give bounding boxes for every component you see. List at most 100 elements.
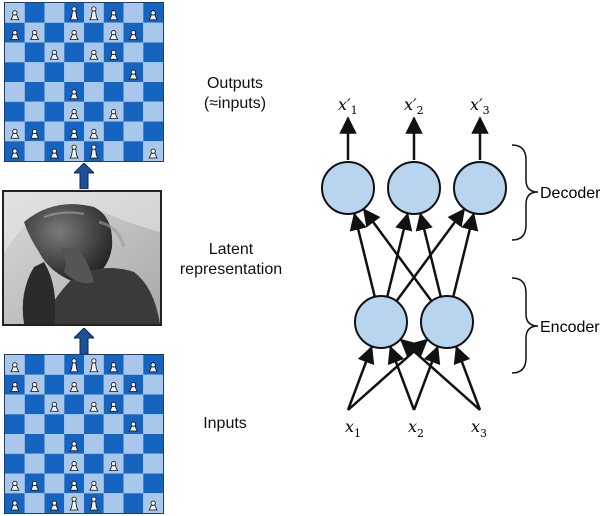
output-label-1: x′1 xyxy=(338,95,358,117)
board-square xyxy=(123,394,144,415)
board-square xyxy=(64,394,84,415)
chess-piece-icon xyxy=(109,461,119,471)
connection-arrow xyxy=(412,345,441,411)
board-square xyxy=(24,414,45,434)
outputs-label-line1: Outputs xyxy=(206,75,264,92)
board-square xyxy=(103,141,124,161)
board-square xyxy=(5,82,25,102)
board-square xyxy=(24,42,45,63)
board-square xyxy=(143,121,163,142)
board-square xyxy=(44,414,65,434)
autoencoder-network: x′1 x′2 x′3 x1 x2 x3 Decoder Encoder xyxy=(321,95,600,440)
chess-piece-icon xyxy=(30,128,40,139)
connection-arrow xyxy=(415,212,442,298)
encoder-label: Encoder xyxy=(540,319,600,336)
chess-piece-icon xyxy=(128,421,138,432)
board-square xyxy=(24,62,45,82)
board-square xyxy=(5,62,25,82)
chess-piece-icon xyxy=(89,6,99,21)
chess-piece-icon xyxy=(109,401,119,412)
board-square xyxy=(123,101,144,122)
chess-piece-icon xyxy=(89,480,99,491)
chess-piece-icon xyxy=(30,30,40,40)
board-square xyxy=(84,453,104,474)
latent-label-line1: Latent xyxy=(208,241,254,258)
board-square xyxy=(123,473,144,494)
chess-piece-icon xyxy=(30,382,40,392)
connection-arrow xyxy=(453,345,482,411)
outputs-label: Outputs (≈inputs) xyxy=(180,74,290,114)
board-square xyxy=(103,82,124,102)
board-square xyxy=(44,434,65,454)
output-chessboard xyxy=(4,2,164,162)
board-square xyxy=(143,453,163,474)
board-square xyxy=(84,101,104,122)
inputs-label: Inputs xyxy=(203,415,247,432)
decoder-brace xyxy=(511,144,539,241)
latent-label-line2: representation xyxy=(179,261,283,278)
chess-piece-icon xyxy=(128,30,138,40)
connection-arrow xyxy=(399,338,481,411)
outputs-label-line2: (≈inputs) xyxy=(203,95,267,112)
chess-piece-icon xyxy=(69,30,79,40)
decoder-neuron-2 xyxy=(387,161,441,215)
board-square xyxy=(123,141,144,161)
board-square xyxy=(44,22,65,43)
chess-piece-icon xyxy=(128,382,138,392)
chess-piece-icon xyxy=(69,382,79,392)
chess-piece-icon xyxy=(69,496,79,511)
chess-piece-icon xyxy=(10,362,20,373)
encoder-brace xyxy=(511,277,539,374)
chess-piece-icon xyxy=(69,109,79,119)
chess-piece-icon xyxy=(10,30,20,40)
chess-piece-icon xyxy=(69,358,79,373)
chess-piece-icon xyxy=(69,144,79,159)
board-square xyxy=(123,3,144,23)
board-square xyxy=(5,453,25,474)
board-square xyxy=(5,434,25,454)
board-square xyxy=(123,355,144,375)
board-square xyxy=(103,62,124,82)
board-square xyxy=(143,414,163,434)
board-square xyxy=(44,62,65,82)
board-square xyxy=(44,82,65,102)
board-square xyxy=(103,434,124,454)
chess-piece-icon xyxy=(148,362,158,373)
up-arrow-icon xyxy=(74,163,94,189)
chess-piece-icon xyxy=(109,109,119,119)
connection-arrow xyxy=(346,345,375,411)
board-square xyxy=(123,434,144,454)
board-square xyxy=(64,414,84,434)
board-square xyxy=(5,394,25,415)
board-square xyxy=(24,434,45,454)
input-label-2: x2 xyxy=(408,417,424,440)
board-square xyxy=(143,374,163,395)
board-square xyxy=(44,121,65,142)
board-square xyxy=(103,493,124,513)
board-square xyxy=(24,3,45,23)
chess-piece-icon xyxy=(49,401,59,412)
latent-representation-image xyxy=(2,190,162,326)
chess-piece-icon xyxy=(10,480,20,491)
chess-piece-icon xyxy=(49,500,59,511)
encoder-neuron-1 xyxy=(354,295,408,349)
board-square xyxy=(143,394,163,415)
board-square xyxy=(103,414,124,434)
board-square xyxy=(84,82,104,102)
board-square xyxy=(64,42,84,63)
chess-piece-icon xyxy=(148,10,158,21)
board-square xyxy=(123,42,144,63)
up-arrow-icon xyxy=(74,328,94,354)
board-square xyxy=(84,414,104,434)
connection-arrow xyxy=(387,345,416,411)
board-square xyxy=(5,42,25,63)
connection-arrow xyxy=(363,208,433,302)
board-square xyxy=(123,493,144,513)
board-square xyxy=(24,453,45,474)
board-square xyxy=(123,453,144,474)
chess-piece-icon xyxy=(10,148,20,159)
chess-piece-icon xyxy=(89,401,99,412)
chess-piece-icon xyxy=(89,144,99,159)
connection-arrow xyxy=(452,212,479,298)
encoder-neuron-2 xyxy=(420,295,474,349)
